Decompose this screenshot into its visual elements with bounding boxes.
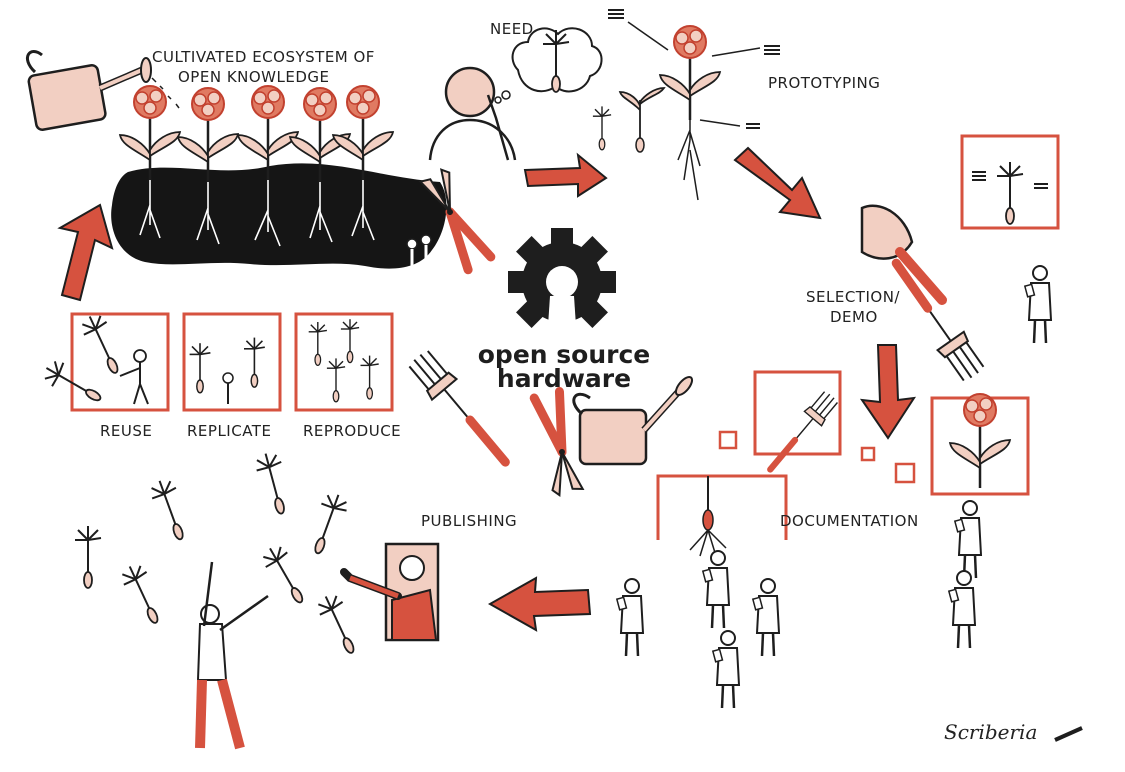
signature: Scriberia (944, 720, 1038, 744)
arrow-icon (733, 146, 822, 220)
person-icon (947, 569, 977, 650)
prototype-plant (592, 9, 780, 201)
ecosystem-title-line2: OPEN KNOWLEDGE (178, 68, 330, 86)
trowel-icon (860, 204, 947, 305)
arrow-icon (57, 203, 114, 302)
center-title-line1: open source (477, 340, 651, 369)
reaching-person (195, 561, 269, 750)
garden-fork-icon (883, 254, 988, 385)
selection-frame (960, 134, 1060, 230)
seed-icon (74, 525, 102, 589)
person-icon (1023, 264, 1053, 345)
reuse-panel (38, 310, 170, 412)
flower-icon (176, 86, 240, 184)
center-title-line2: hardware (496, 364, 632, 393)
label-documentation: DOCUMENTATION (780, 512, 919, 530)
small-people (406, 234, 432, 270)
gear-icon (508, 228, 616, 328)
label-reuse: REUSE (100, 422, 153, 440)
reproduce-panel (294, 312, 394, 412)
person-icon (711, 629, 741, 710)
person-icon (953, 499, 983, 580)
seed-frame (656, 474, 788, 557)
replicate-panel (182, 312, 282, 412)
roots (139, 175, 375, 247)
thinking-person (428, 66, 517, 161)
soil-mound (111, 163, 447, 269)
person-icon (615, 577, 645, 658)
label-publishing: PUBLISHING (421, 512, 518, 530)
flower-frame (930, 392, 1030, 496)
label-prototyping: PROTOTYPING (768, 74, 881, 92)
watering-can-icon (572, 375, 694, 466)
arrow-icon (487, 576, 592, 632)
person-icon (701, 549, 731, 630)
label-replicate: REPLICATE (187, 422, 272, 440)
label-selection-line2: DEMO (830, 308, 878, 326)
seed-icon (146, 475, 195, 545)
label-reproduce: REPRODUCE (303, 422, 402, 440)
person-icon (751, 577, 781, 658)
seed-icon (252, 449, 296, 518)
publishing-frame (340, 542, 440, 642)
ecosystem-title-line1: CULTIVATED ECOSYSTEM OF (152, 48, 375, 66)
seed-icon (303, 489, 352, 559)
seed-icon (257, 540, 314, 610)
small-squares (718, 430, 916, 484)
flower-icon (331, 84, 395, 182)
watering-can-icon (25, 50, 152, 131)
arrow-icon (859, 344, 917, 440)
flower-icon (118, 84, 182, 182)
pen-icon (1054, 726, 1083, 742)
fork-frame (753, 370, 840, 477)
seed-icon (312, 590, 365, 660)
seed-icon (116, 560, 169, 630)
label-need: NEED (490, 20, 534, 38)
thought-cloud (511, 27, 603, 93)
arrow-icon (523, 152, 608, 198)
label-selection-line1: SELECTION/ (806, 288, 900, 306)
